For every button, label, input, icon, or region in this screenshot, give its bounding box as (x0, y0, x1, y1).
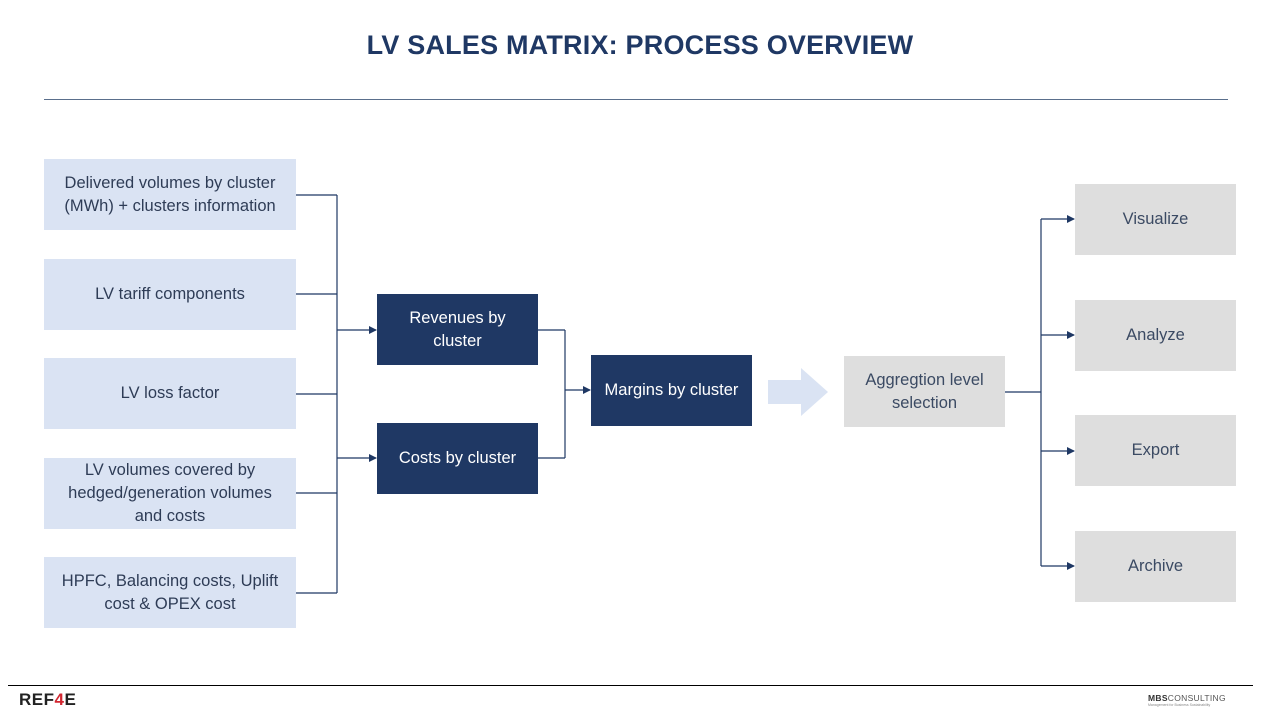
input-lv-volumes-hedged: LV volumes covered by hedged/generation … (44, 458, 296, 529)
input-delivered-volumes: Delivered volumes by cluster (MWh) + clu… (44, 159, 296, 230)
page-title: LV SALES MATRIX: PROCESS OVERVIEW (366, 30, 914, 60)
big-right-arrow-icon (768, 368, 828, 416)
output-visualize: Visualize (1075, 184, 1236, 255)
footer-divider (8, 685, 1253, 686)
costs-by-cluster-box: Costs by cluster (377, 423, 538, 494)
margins-by-cluster-box: Margins by cluster (591, 355, 752, 426)
ref4e-logo-part-c: E (64, 690, 77, 709)
title-divider (44, 99, 1228, 100)
ref4e-logo-part-a: REF (19, 690, 55, 709)
ref4e-logo: REF4E (19, 690, 76, 710)
ref4e-logo-accent: 4 (54, 690, 65, 709)
revenues-by-cluster-box: Revenues by cluster (377, 294, 538, 365)
input-hpfc-costs: HPFC, Balancing costs, Uplift cost & OPE… (44, 557, 296, 628)
output-export: Export (1075, 415, 1236, 486)
mbs-consulting-logo: MBSCONSULTING Management for Business Su… (1148, 693, 1238, 708)
input-lv-tariff-components: LV tariff components (44, 259, 296, 330)
input-lv-loss-factor: LV loss factor (44, 358, 296, 429)
mbs-logo-bold: MBS (1148, 693, 1168, 703)
mbs-logo-tagline: Management for Business Sustainability (1148, 703, 1211, 707)
aggregation-level-box: Aggregtion level selection (844, 356, 1005, 427)
output-archive: Archive (1075, 531, 1236, 602)
output-analyze: Analyze (1075, 300, 1236, 371)
mbs-logo-rest: CONSULTING (1167, 693, 1226, 703)
